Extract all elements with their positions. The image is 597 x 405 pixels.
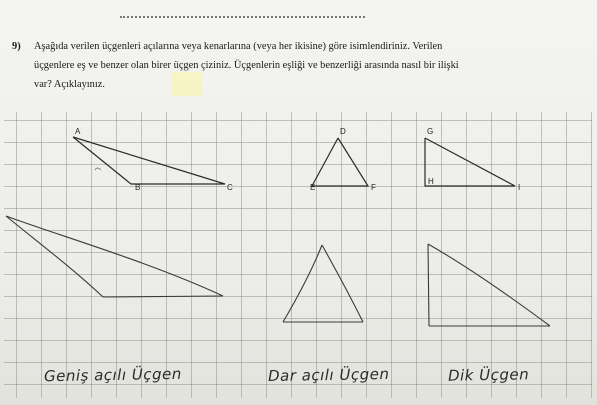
- vertex-a-label: A: [75, 127, 81, 136]
- vertex-d-label: D: [340, 127, 346, 136]
- vertex-b-label: B: [135, 183, 140, 192]
- question-line-3: var? Açıklayınız.: [34, 79, 105, 90]
- printed-triangle-def: [310, 137, 370, 187]
- vertex-h-label: H: [428, 177, 434, 186]
- vertex-f-label: F: [371, 183, 376, 192]
- grid-area: [4, 112, 592, 398]
- vertex-e-label: E: [310, 183, 315, 192]
- question-number: 9): [12, 41, 21, 52]
- answer-obtuse: Geniş açılı Üçgen: [43, 364, 182, 386]
- question-line-2: üçgenlere eş ve benzer olan birer üçgen …: [34, 60, 459, 71]
- dotted-answer-line: [120, 2, 365, 18]
- question-line-1: Aşağıda verilen üçgenleri açılarına veya…: [34, 41, 443, 52]
- answer-right: Dik Üçgen: [447, 365, 530, 385]
- vertex-i-label: I: [518, 183, 520, 192]
- hand-drawn-right-triangle: [427, 243, 551, 327]
- highlighter-mark: [172, 72, 202, 96]
- printed-triangle-abc: [72, 136, 226, 185]
- vertex-g-label: G: [427, 127, 433, 136]
- hand-drawn-obtuse-triangle: [5, 215, 224, 298]
- answer-acute: Dar açılı Üçgen: [267, 364, 390, 386]
- printed-triangle-ghi: [424, 137, 516, 187]
- vertex-c-label: C: [227, 183, 233, 192]
- hand-drawn-acute-triangle: [282, 244, 364, 323]
